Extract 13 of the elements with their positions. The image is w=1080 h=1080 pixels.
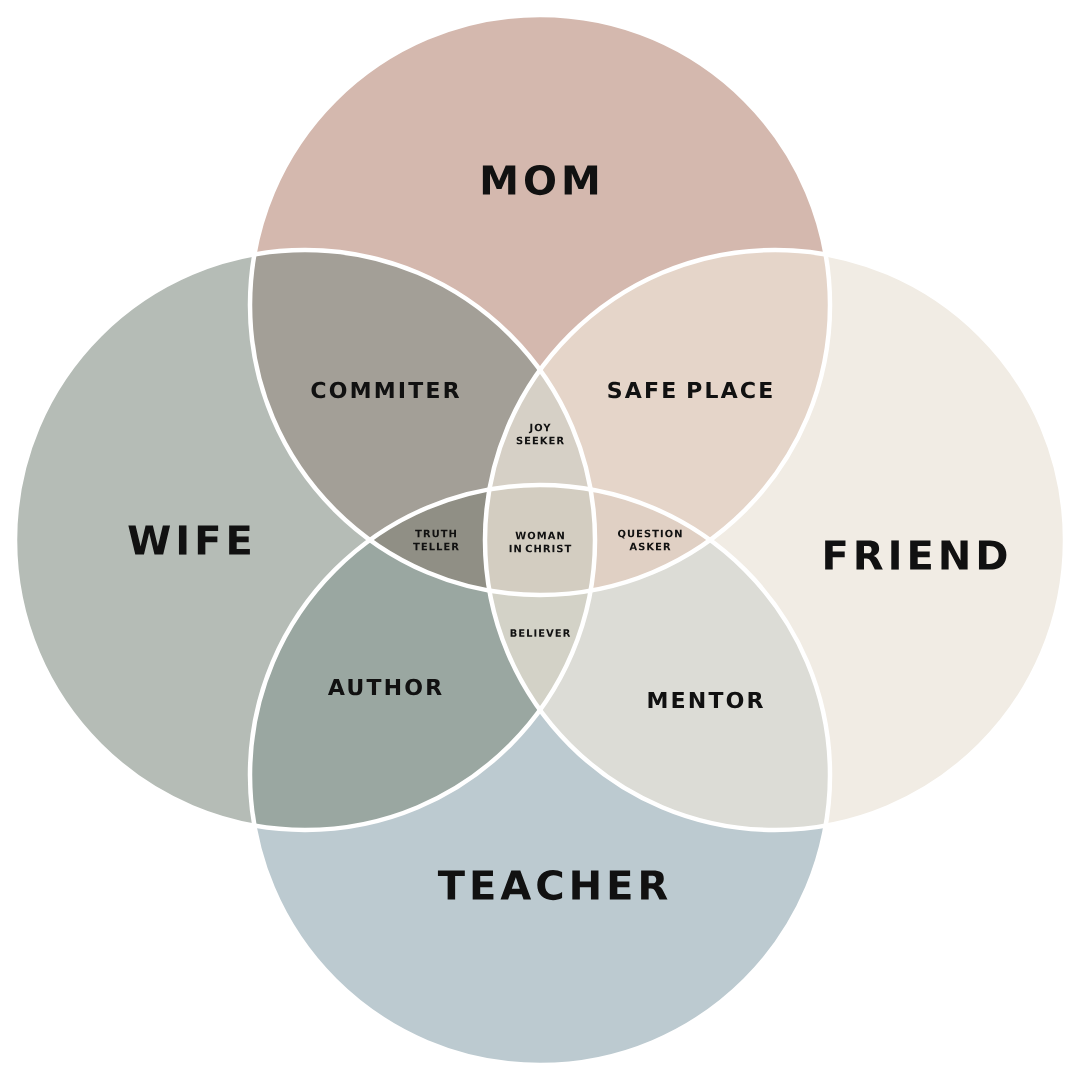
circle-label: WIFE	[128, 525, 250, 555]
region-label: SAFE PLACE	[608, 381, 772, 399]
region-label: COMMITER	[311, 381, 460, 399]
region-label: JOY SEEKER	[516, 423, 564, 445]
region-label: TRUTH TELLER	[413, 529, 459, 551]
region-label: MENTOR	[648, 691, 764, 709]
circle-label: MOM	[482, 164, 598, 196]
circle-label: FRIEND	[825, 540, 1007, 570]
region-label: BELIEVER	[510, 629, 571, 637]
region-label: QUESTION ASKER	[617, 529, 682, 551]
circle-label: TEACHER	[437, 869, 668, 901]
region-label: AUTHOR	[328, 678, 442, 696]
region-label: WOMAN IN CHRIST	[509, 531, 572, 553]
